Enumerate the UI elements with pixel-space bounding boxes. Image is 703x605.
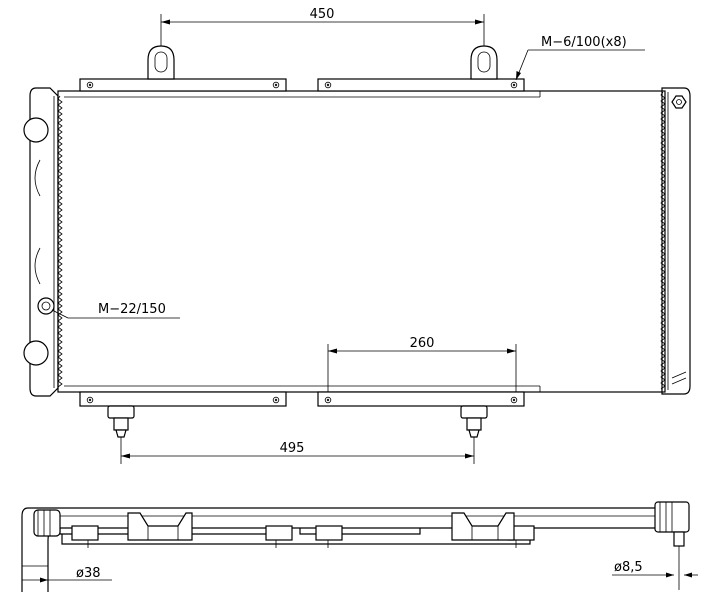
bottom-pin-left [107, 405, 135, 444]
inlet-diameter-label: ø38 [76, 566, 101, 581]
radiator-front-view [23, 45, 691, 444]
dimension-260: 260 [327, 336, 517, 392]
radiator-core [57, 90, 666, 393]
callout-mounting-bolt: M−6/100(x8) [515, 35, 645, 81]
top-strip-holes [86, 81, 518, 89]
top-bracket-right [470, 45, 498, 80]
lower-outlet-pipe [23, 340, 49, 366]
core-fin-edge-left [57, 95, 63, 388]
dimension-sensor-diameter: ø8,5 [612, 560, 698, 578]
bottom-pin-right [460, 405, 488, 444]
bottom-strip-left [79, 391, 287, 407]
left-tank [29, 87, 59, 397]
dimension-inlet-diameter: ø38 [22, 566, 112, 583]
top-strip-right [317, 78, 525, 92]
dimension-260-label: 260 [410, 336, 435, 351]
dimension-450: 450 [160, 7, 485, 46]
core-fin-edge-right [660, 91, 666, 390]
radiator-side-view [21, 501, 690, 592]
dimension-495: 495 [120, 441, 475, 464]
callout-drain-plug: M−22/150 [51, 302, 180, 319]
callout-drain-plug-label: M−22/150 [98, 302, 166, 317]
callout-mounting-bolt-label: M−6/100(x8) [541, 35, 627, 50]
bottom-strip-holes [86, 396, 518, 404]
bottom-strip-right [317, 391, 525, 407]
sensor-diameter-label: ø8,5 [614, 560, 643, 575]
top-bracket-left [147, 45, 175, 80]
dimension-450-label: 450 [310, 7, 335, 22]
dimension-495-label: 495 [280, 441, 305, 456]
upper-inlet-pipe [23, 117, 49, 143]
drain-plug [37, 297, 55, 315]
top-strip-left [79, 78, 287, 92]
right-tank [661, 87, 691, 395]
